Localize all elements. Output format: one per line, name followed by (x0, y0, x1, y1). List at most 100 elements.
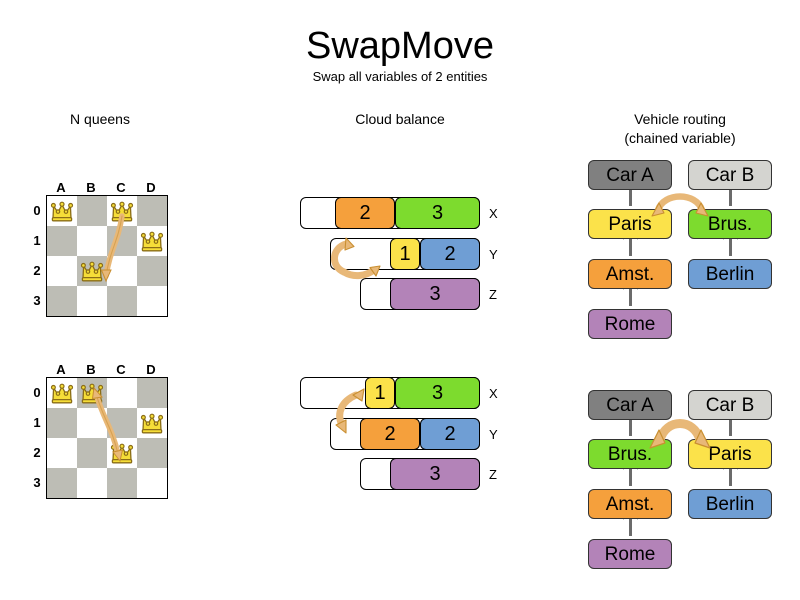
chessboard-grid-after[interactable] (46, 377, 168, 499)
cloud-row-label-z: Z (489, 287, 497, 302)
vehicle-stop[interactable]: Brus. (688, 209, 772, 239)
queen-crown-icon[interactable] (79, 261, 105, 282)
rank-label-0: 0 (33, 385, 41, 400)
queen-crown-icon[interactable] (49, 201, 75, 222)
file-label-a: A (56, 362, 66, 377)
chain-link-line (629, 280, 632, 306)
rank-label-1: 1 (33, 233, 41, 248)
chess-cell-b1[interactable] (77, 226, 107, 256)
vehicle-stop[interactable]: Paris (688, 439, 772, 469)
cloud-segment[interactable]: 3 (395, 197, 480, 229)
chain-link-line (729, 180, 732, 206)
chess-cell-d3[interactable] (137, 468, 167, 498)
cloud-row-label-x: X (489, 386, 498, 401)
rank-label-2: 2 (33, 445, 41, 460)
vehicle-stop[interactable]: Rome (588, 539, 672, 569)
vehicle-car-a[interactable]: Car A (588, 390, 672, 420)
page-title: SwapMove (306, 25, 494, 67)
chess-cell-a2[interactable] (47, 438, 77, 468)
cloud-row-z-after[interactable]: 3 (360, 458, 480, 490)
chess-cell-d0[interactable] (137, 378, 167, 408)
cloud-row-x-after[interactable]: 1 3 (300, 377, 480, 409)
column-heading-cloud: Cloud balance (355, 111, 445, 127)
vehicle-stop[interactable]: Berlin (688, 489, 772, 519)
vehicle-car-b[interactable]: Car B (688, 390, 772, 420)
cloud-segment[interactable]: 2 (420, 418, 480, 450)
chess-cell-d2[interactable] (137, 256, 167, 286)
chess-cell-d0[interactable] (137, 196, 167, 226)
queen-crown-icon[interactable] (49, 383, 75, 404)
queen-crown-icon[interactable] (109, 201, 135, 222)
cloud-segment[interactable]: 2 (335, 197, 395, 229)
chess-cell-b0[interactable] (77, 196, 107, 226)
file-label-b: B (86, 362, 96, 377)
vehicle-car-a[interactable]: Car A (588, 160, 672, 190)
chess-cell-a3[interactable] (47, 468, 77, 498)
cloud-row-y-after[interactable]: 2 2 (330, 418, 480, 450)
cloud-segment[interactable]: 3 (390, 278, 480, 310)
rank-label-1: 1 (33, 415, 41, 430)
cloud-row-x-before[interactable]: 2 3 (300, 197, 480, 229)
chess-cell-c2[interactable] (107, 256, 137, 286)
cloud-row-label-z: Z (489, 467, 497, 482)
chess-cell-a2[interactable] (47, 256, 77, 286)
chain-link-line (729, 410, 732, 436)
chain-link-line (629, 510, 632, 536)
column-heading-vehicle-line2: (chained variable) (624, 130, 736, 146)
page-subtitle: Swap all variables of 2 entities (312, 69, 488, 84)
chess-cell-b2[interactable] (77, 438, 107, 468)
vehicle-car-b[interactable]: Car B (688, 160, 772, 190)
chess-cell-b3[interactable] (77, 468, 107, 498)
rank-label-3: 3 (33, 293, 41, 308)
chain-link-line (729, 460, 732, 486)
vehicle-stop[interactable]: Brus. (588, 439, 672, 469)
chess-cell-c1[interactable] (107, 226, 137, 256)
chain-link-line (729, 230, 732, 256)
vehicle-stop[interactable]: Amst. (588, 259, 672, 289)
chess-cell-d2[interactable] (137, 438, 167, 468)
cloud-row-y-before[interactable]: 1 2 (330, 238, 480, 270)
queen-crown-icon[interactable] (139, 231, 165, 252)
column-heading-vehicle-line1: Vehicle routing (634, 111, 726, 127)
chess-cell-a1[interactable] (47, 226, 77, 256)
cloud-row-label-x: X (489, 206, 498, 221)
chess-cell-a1[interactable] (47, 408, 77, 438)
rank-label-0: 0 (33, 203, 41, 218)
chain-link-line (629, 180, 632, 206)
column-heading-nqueens: N queens (70, 111, 130, 127)
chess-cell-c0[interactable] (107, 378, 137, 408)
cloud-segment[interactable]: 3 (395, 377, 480, 409)
cloud-segment[interactable]: 3 (390, 458, 480, 490)
cloud-row-z-before[interactable]: 3 (360, 278, 480, 310)
cloud-row-label-y: Y (489, 247, 498, 262)
chess-cell-b3[interactable] (77, 286, 107, 316)
file-label-d: D (146, 180, 156, 195)
rank-label-2: 2 (33, 263, 41, 278)
chain-link-line (629, 230, 632, 256)
file-label-a: A (56, 180, 66, 195)
vehicle-stop[interactable]: Paris (588, 209, 672, 239)
cloud-segment[interactable]: 2 (420, 238, 480, 270)
queen-crown-icon[interactable] (139, 413, 165, 434)
cloud-segment[interactable]: 2 (360, 418, 420, 450)
vehicle-stop[interactable]: Rome (588, 309, 672, 339)
chess-cell-c1[interactable] (107, 408, 137, 438)
queen-crown-icon[interactable] (109, 443, 135, 464)
file-label-c: C (116, 180, 126, 195)
chess-cell-a3[interactable] (47, 286, 77, 316)
chain-link-line (629, 460, 632, 486)
cloud-segment[interactable]: 1 (390, 238, 420, 270)
chess-cell-c3[interactable] (107, 468, 137, 498)
chess-cell-d3[interactable] (137, 286, 167, 316)
vehicle-stop[interactable]: Amst. (588, 489, 672, 519)
file-label-c: C (116, 362, 126, 377)
rank-label-3: 3 (33, 475, 41, 490)
chess-cell-b1[interactable] (77, 408, 107, 438)
vehicle-stop[interactable]: Berlin (688, 259, 772, 289)
chessboard-grid-before[interactable] (46, 195, 168, 317)
cloud-row-label-y: Y (489, 427, 498, 442)
file-label-d: D (146, 362, 156, 377)
queen-crown-icon[interactable] (79, 383, 105, 404)
cloud-segment[interactable]: 1 (365, 377, 395, 409)
chess-cell-c3[interactable] (107, 286, 137, 316)
